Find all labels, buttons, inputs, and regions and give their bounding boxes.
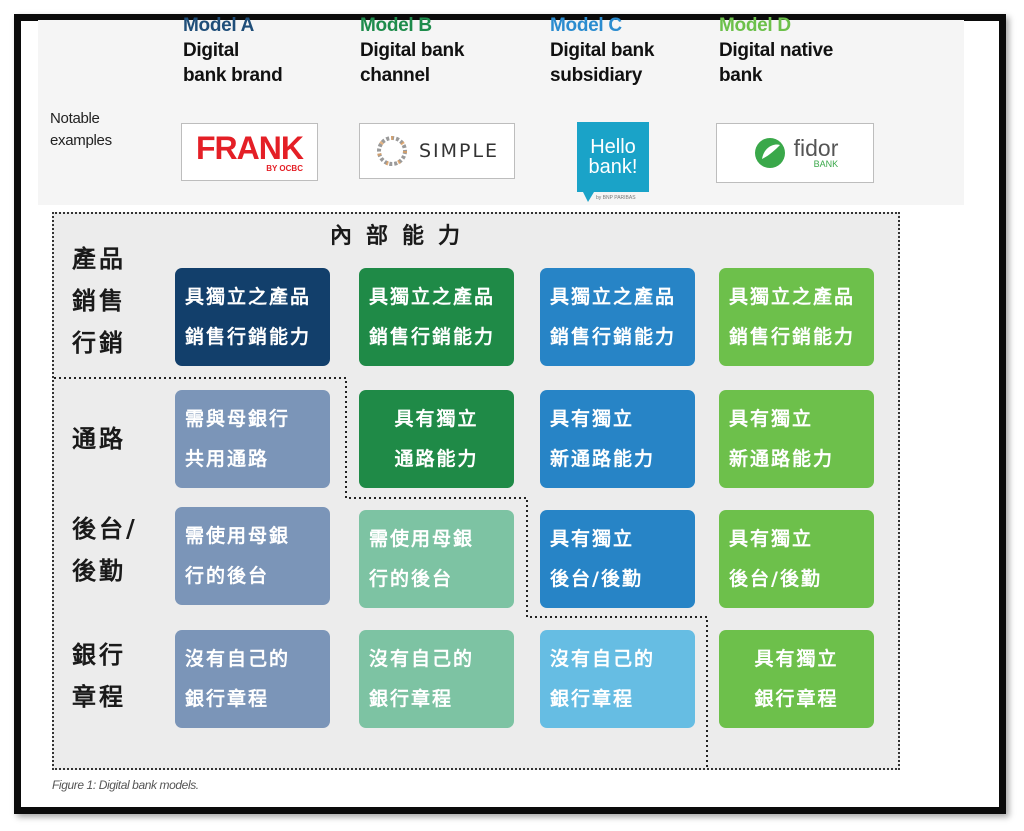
cell-text: 新通路能力 [729, 448, 835, 470]
cell-b-channel: 具有獨立 通路能力 [359, 390, 514, 488]
notable-line-1: Notable [50, 110, 100, 127]
simple-logo-text: SIMPLE [418, 140, 500, 162]
cell-text: 需與母銀行 [185, 408, 291, 430]
cell-a-channel: 需與母銀行 共用通路 [175, 390, 330, 488]
model-b-name-1: Digital bank [360, 40, 465, 61]
cell-text: 行的後台 [369, 568, 454, 590]
cell-d-product: 具獨立之產品 銷售行銷能力 [719, 268, 874, 366]
cell-text: 新通路能力 [550, 448, 656, 470]
cell-text: 具有獨立 [729, 528, 814, 550]
frank-logo: FRANK BY OCBC [181, 123, 318, 181]
model-a-header: Model A Digital bank brand [183, 14, 353, 88]
row-label-charter: 銀行 章程 [72, 634, 126, 718]
hello-logo-line-1: Hello [590, 136, 636, 158]
row-label-product-2: 銷售 [72, 286, 126, 315]
cell-text: 具獨立之產品 [369, 286, 496, 308]
model-b-label: Model B [360, 15, 432, 36]
cell-text: 需使用母銀 [369, 528, 475, 550]
cell-text: 行的後台 [185, 565, 270, 587]
cell-b-product: 具獨立之產品 銷售行銷能力 [359, 268, 514, 366]
model-b-header: Model B Digital bank channel [360, 14, 530, 88]
cell-d-charter: 具有獨立 銀行章程 [719, 630, 874, 728]
model-c-label: Model C [550, 15, 622, 36]
simple-logo: SIMPLE [359, 123, 515, 179]
cell-text: 銷售行銷能力 [185, 326, 312, 348]
row-label-backoffice-2: 後勤 [72, 556, 126, 585]
notable-examples-label: Notable examples [50, 108, 112, 152]
cell-c-channel: 具有獨立 新通路能力 [540, 390, 695, 488]
model-a-name-2: bank brand [183, 65, 283, 86]
row-label-charter-1: 銀行 [72, 640, 126, 669]
row-label-backoffice-1: 後台/ [72, 514, 138, 543]
cell-text: 銀行章程 [754, 688, 839, 710]
row-label-product-3: 行銷 [72, 328, 126, 357]
model-a-name-1: Digital [183, 40, 239, 61]
cell-c-product: 具獨立之產品 銷售行銷能力 [540, 268, 695, 366]
figure-caption: Figure 1: Digital bank models. [52, 778, 199, 792]
cell-d-backoffice: 具有獨立 後台/後勤 [719, 510, 874, 608]
hello-logo-sub: by BNP PARIBAS [596, 195, 636, 201]
row-label-product: 產品 銷售 行銷 [72, 238, 126, 364]
cell-text: 銀行章程 [185, 688, 270, 710]
row-label-product-1: 產品 [72, 244, 126, 273]
cell-text: 具有獨立 [754, 648, 839, 670]
model-b-name-2: channel [360, 65, 430, 86]
internal-capability-title: 內部能力 [330, 223, 475, 249]
cell-c-charter: 沒有自己的 銀行章程 [540, 630, 695, 728]
cell-text: 具有獨立 [550, 408, 635, 430]
cell-text: 具有獨立 [729, 408, 814, 430]
model-d-label: Model D [719, 15, 791, 36]
hello-bank-logo: Hello bank! [577, 122, 649, 192]
cell-d-channel: 具有獨立 新通路能力 [719, 390, 874, 488]
model-c-header: Model C Digital bank subsidiary [550, 14, 720, 88]
cell-text: 銷售行銷能力 [729, 326, 856, 348]
cell-text: 沒有自己的 [550, 648, 656, 670]
cell-text: 通路能力 [394, 448, 479, 470]
fidor-logo-text: fidor [793, 135, 839, 161]
row-label-charter-2: 章程 [72, 682, 126, 711]
row-label-channel: 通路 [72, 418, 126, 460]
cell-b-backoffice: 需使用母銀 行的後台 [359, 510, 514, 608]
row-label-channel-1: 通路 [72, 424, 126, 453]
cell-text: 需使用母銀 [185, 525, 291, 547]
fidor-logo: fidor BANK [716, 123, 874, 183]
cell-text: 銷售行銷能力 [369, 326, 496, 348]
cell-text: 銷售行銷能力 [550, 326, 677, 348]
fidor-leaf-icon [754, 138, 785, 168]
cell-text: 銀行章程 [550, 688, 635, 710]
cell-a-product: 具獨立之產品 銷售行銷能力 [175, 268, 330, 366]
cell-text: 具獨立之產品 [729, 286, 856, 308]
frank-logo-sub: BY OCBC [266, 163, 303, 173]
frank-logo-text: FRANK [196, 129, 304, 166]
cell-a-charter: 沒有自己的 銀行章程 [175, 630, 330, 728]
cell-c-backoffice: 具有獨立 後台/後勤 [540, 510, 695, 608]
model-c-name-1: Digital bank [550, 40, 655, 61]
cell-text: 具有獨立 [550, 528, 635, 550]
model-d-name-1: Digital native [719, 40, 834, 61]
hello-logo-line-2: bank! [588, 156, 638, 178]
notable-line-2: examples [50, 132, 112, 149]
cell-text: 後台/後勤 [729, 568, 822, 590]
cell-text: 共用通路 [185, 448, 270, 470]
cell-b-charter: 沒有自己的 銀行章程 [359, 630, 514, 728]
row-label-backoffice: 後台/ 後勤 [72, 508, 138, 592]
cell-text: 沒有自己的 [369, 648, 475, 670]
model-a-label: Model A [183, 15, 255, 36]
cell-text: 銀行章程 [369, 688, 454, 710]
model-d-name-2: bank [719, 65, 763, 86]
cell-text: 具有獨立 [394, 408, 479, 430]
cell-text: 具獨立之產品 [550, 286, 677, 308]
simple-ring-icon [376, 136, 407, 166]
cell-a-backoffice: 需使用母銀 行的後台 [175, 507, 330, 605]
cell-text: 沒有自己的 [185, 648, 291, 670]
fidor-logo-sub: BANK [813, 159, 839, 169]
model-d-header: Model D Digital native bank [719, 14, 889, 88]
cell-text: 後台/後勤 [550, 568, 643, 590]
model-c-name-2: subsidiary [550, 65, 643, 86]
cell-text: 具獨立之產品 [185, 286, 312, 308]
